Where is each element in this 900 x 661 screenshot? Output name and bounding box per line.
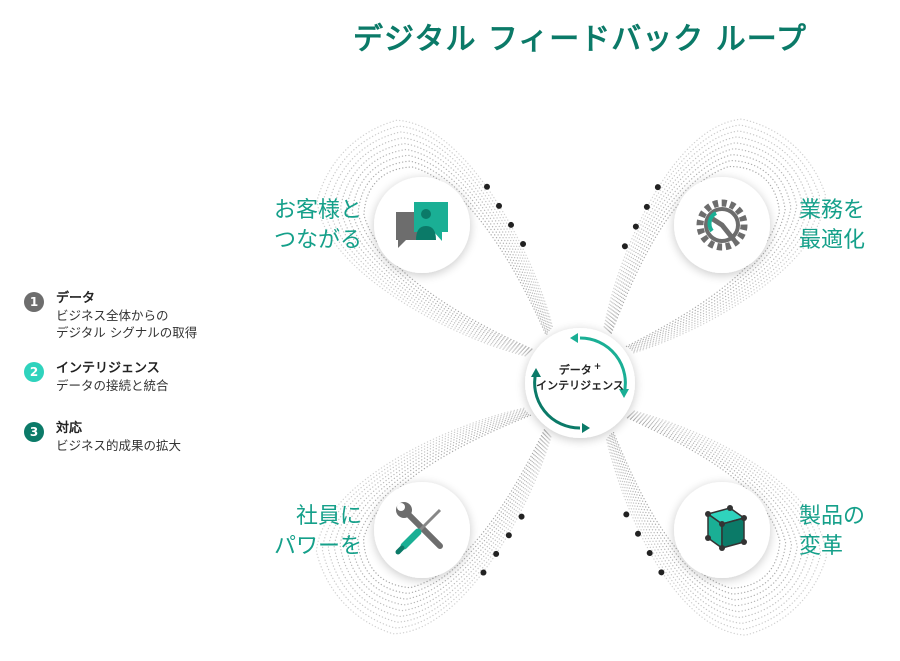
gear-icon xyxy=(696,199,748,251)
dotted-ring xyxy=(345,411,548,606)
label-line: パワーを xyxy=(273,534,362,559)
dotted-ring xyxy=(327,409,550,623)
flow-dot xyxy=(508,221,515,228)
label-line: 製品の xyxy=(799,504,866,529)
flow-dot xyxy=(493,550,500,557)
flow-dot xyxy=(623,511,630,518)
flow-dot xyxy=(654,184,661,191)
label-optimize-operations: 業務を 最適化 xyxy=(799,196,899,256)
dotted-ring xyxy=(608,153,792,349)
node-transform-products xyxy=(674,482,770,578)
label-line: つながる xyxy=(273,228,362,253)
node-connect-customers xyxy=(374,177,470,273)
data-flow-dots xyxy=(480,183,665,576)
flow-dot xyxy=(635,530,642,537)
dotted-ring xyxy=(607,412,816,625)
label-line: 変革 xyxy=(799,534,844,559)
label-empower-employees: 社員に パワーを xyxy=(222,502,362,562)
dotted-ring xyxy=(322,125,553,356)
legend-number-badge: 3 xyxy=(24,422,44,442)
dotted-ring xyxy=(345,148,550,353)
petal-top-left xyxy=(316,119,554,357)
diagram-title: デジタル フィードバック ループ xyxy=(353,22,807,57)
legend-heading: 対応 xyxy=(56,421,83,436)
flow-dot xyxy=(643,203,650,210)
center-line-data: データ+ xyxy=(520,360,640,378)
dotted-ring xyxy=(605,130,815,353)
flow-dot xyxy=(621,243,628,250)
label-line: 業務を xyxy=(799,198,866,223)
center-hub xyxy=(525,328,635,438)
flow-dot xyxy=(632,223,639,230)
dotted-ring xyxy=(603,118,826,354)
petal-top-right xyxy=(603,118,826,354)
chat-bubbles-person-icon xyxy=(396,202,448,248)
legend-description: ビジネス全体からの xyxy=(56,308,169,323)
dotted-ring xyxy=(363,166,547,350)
flow-dot xyxy=(480,569,487,576)
dotted-ring xyxy=(611,416,787,595)
node-optimize-operations xyxy=(674,177,770,273)
dotted-ring xyxy=(604,124,821,353)
plus-sign: + xyxy=(593,362,602,372)
dotted-ring xyxy=(339,411,549,612)
wrench-screwdriver-icon xyxy=(395,502,443,555)
legend-description: ビジネス的成果の拡大 xyxy=(56,438,182,453)
dotted-ring xyxy=(606,136,809,352)
dotted-ring xyxy=(333,410,550,618)
flow-dot xyxy=(658,569,665,576)
node-empower-employees xyxy=(374,482,470,578)
dotted-ring xyxy=(610,415,793,601)
legend-number-badge: 1 xyxy=(24,292,44,312)
flow-dots-group xyxy=(480,513,525,576)
label-line: 最適化 xyxy=(799,228,866,253)
dotted-ring xyxy=(610,165,781,348)
cycle-arrows-icon xyxy=(531,333,629,433)
dotted-ring xyxy=(316,119,554,357)
dotted-ring xyxy=(351,154,549,352)
dotted-ring xyxy=(357,413,546,595)
center-line-intelligence: インテリジェンス xyxy=(536,378,624,392)
legend-description: デジタル シグナルの取得 xyxy=(56,325,198,340)
dotted-ring xyxy=(357,160,548,351)
dotted-ring xyxy=(334,137,551,354)
flow-dot xyxy=(518,513,525,520)
legend-item-intelligence: 2 インテリジェンス データの接続と統合 xyxy=(24,360,264,394)
flow-dot xyxy=(483,183,490,190)
dotted-ring xyxy=(609,414,798,607)
legend-item-action: 3 対応 ビジネス的成果の拡大 xyxy=(24,420,264,454)
cube-icon xyxy=(705,505,747,551)
flow-dots-group xyxy=(623,511,665,576)
dotted-petal-loops xyxy=(315,118,827,636)
dotted-ring xyxy=(607,142,803,351)
center-label: データ+ インテリジェンス xyxy=(520,360,640,393)
flow-dot xyxy=(496,202,503,209)
label-connect-customers: お客様と つながる xyxy=(222,196,362,256)
legend-number-badge: 2 xyxy=(24,362,44,382)
dotted-ring xyxy=(606,411,822,630)
flow-dot xyxy=(646,550,653,557)
center-word: データ xyxy=(558,363,592,377)
dotted-ring xyxy=(609,159,786,348)
legend-heading: インテリジェンス xyxy=(56,361,160,376)
flow-dots-group xyxy=(483,183,527,248)
legend-heading: データ xyxy=(56,291,96,306)
dotted-ring xyxy=(339,142,551,354)
dotted-ring xyxy=(328,131,552,355)
dotted-ring xyxy=(321,408,551,629)
flow-dot xyxy=(520,241,527,248)
dotted-ring xyxy=(362,414,545,589)
flow-dot xyxy=(505,532,512,539)
legend-description: データの接続と統合 xyxy=(56,378,169,393)
label-line: 社員に xyxy=(295,504,362,529)
label-line: お客様と xyxy=(273,198,362,223)
flow-dots-group xyxy=(621,184,661,250)
dotted-ring xyxy=(608,148,798,350)
label-transform-products: 製品の 変革 xyxy=(799,502,899,562)
legend-item-data: 1 データ ビジネス全体からの デジタル シグナルの取得 xyxy=(24,290,264,341)
